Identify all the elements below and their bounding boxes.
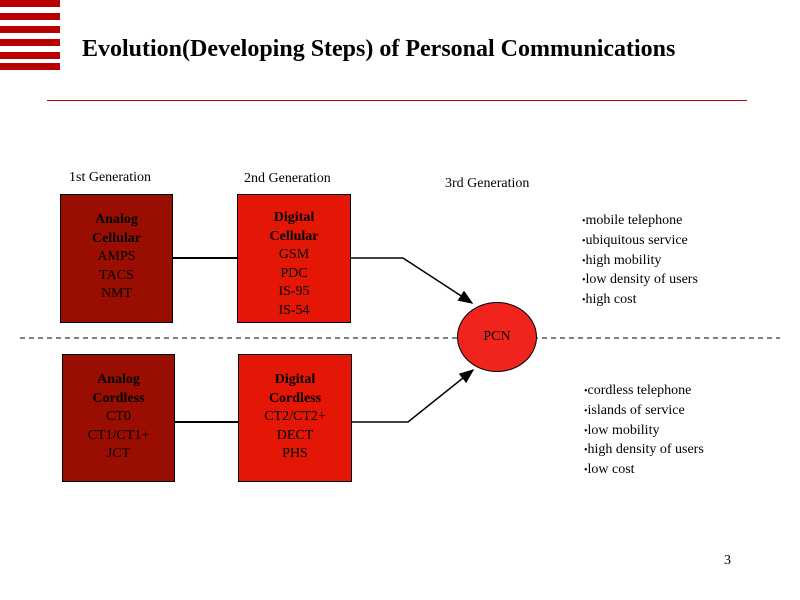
analog-cellular-box: Analog Cellular AMPS TACS NMT — [60, 194, 173, 323]
box-heading: Digital — [273, 210, 315, 225]
trait-item: cordless telephone — [584, 382, 704, 402]
box-item: CT0 — [106, 409, 131, 424]
box-heading: Cordless — [92, 390, 145, 406]
box-heading: Cellular — [92, 230, 141, 246]
cordless-traits-list: cordless telephone islands of service lo… — [584, 382, 704, 481]
logo-stripe — [0, 0, 60, 7]
logo-stripe — [0, 13, 60, 20]
cellular-traits-list: mobile telephone ubiquitous service high… — [582, 212, 698, 311]
gen-1-label: 1st Generation — [69, 170, 152, 185]
box-item: AMPS — [97, 249, 136, 264]
box-item: PHS — [282, 446, 308, 461]
box-item: CT1/CT1+ — [87, 427, 150, 443]
box-heading: Cellular — [269, 228, 319, 244]
box-heading: Analog — [97, 372, 140, 387]
arrow-to-pcn — [351, 369, 475, 423]
box-item: DECT — [276, 427, 314, 443]
box-item: IS-95 — [278, 284, 310, 299]
trait-item: low mobility — [584, 422, 704, 442]
gen-3-label: 3rd Generation — [445, 176, 530, 191]
box-item: NMT — [100, 286, 133, 301]
box-heading: Digital — [274, 372, 316, 387]
box-item: PDC — [280, 265, 308, 281]
trait-item: high mobility — [582, 252, 698, 272]
box-item: JCT — [106, 446, 131, 461]
box-item: IS-54 — [278, 302, 310, 318]
trait-item: low cost — [584, 461, 704, 481]
page-number: 3 — [724, 553, 731, 568]
trait-item: ubiquitous service — [582, 232, 698, 252]
trait-item: high cost — [582, 291, 698, 311]
logo-stripe — [0, 52, 60, 59]
box-item: CT2/CT2+ — [264, 409, 326, 424]
trait-item: high density of users — [584, 441, 704, 461]
trait-item: islands of service — [584, 402, 704, 422]
title-divider — [47, 100, 747, 101]
trait-item: mobile telephone — [582, 212, 698, 232]
logo-stripe — [0, 39, 60, 46]
box-item: GSM — [278, 247, 310, 262]
box-heading: Cordless — [268, 390, 322, 406]
digital-cordless-box: Digital Cordless CT2/CT2+ DECT PHS — [238, 354, 352, 482]
box-item: TACS — [99, 267, 134, 283]
analog-cordless-box: Analog Cordless CT0 CT1/CT1+ JCT — [62, 354, 175, 482]
digital-cellular-box: Digital Cellular GSM PDC IS-95 IS-54 — [237, 194, 351, 323]
box-heading: Analog — [95, 212, 138, 227]
logo-stripe — [0, 63, 60, 70]
pcn-node: PCN — [457, 302, 537, 372]
pcn-label: PCN — [483, 329, 511, 344]
gen-2-label: 2nd Generation — [244, 171, 331, 186]
trait-item: low density of users — [582, 271, 698, 291]
slide-title: Evolution(Developing Steps) of Personal … — [82, 36, 676, 62]
logo-stripe — [0, 26, 60, 33]
arrow-to-pcn — [350, 257, 474, 304]
